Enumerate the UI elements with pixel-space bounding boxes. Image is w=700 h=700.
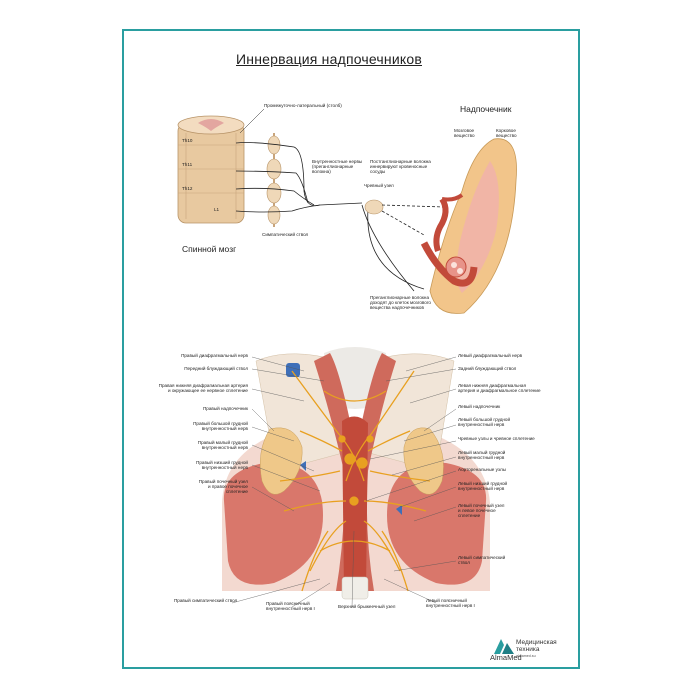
- label-aorticorenal-ganglia: Аорторенальные узлы: [458, 467, 506, 472]
- sympathetic-trunk-illustration: [266, 133, 282, 227]
- label-right-greater-splanchnic: Правый большой грудной внутренностный не…: [193, 421, 248, 432]
- label-left-least-splanchnic: Левый низший грудной внутренностный нерв: [458, 481, 508, 492]
- label-left-lesser-splanchnic: Левый малый грудной внутренностный нерв: [458, 450, 506, 461]
- preganglionic-label: Преганглионарные волокна доходят до клет…: [370, 295, 431, 311]
- segment-th11: Th11: [182, 162, 193, 167]
- logo-mark-icon: [494, 639, 514, 654]
- label-left-adrenal: Левый надпочечник: [458, 404, 501, 409]
- label-posterior-vagal-trunk: Задний блуждающий ствол: [458, 366, 517, 371]
- adrenal-gland-label: Надпочечник: [460, 104, 512, 114]
- logo-site: almamed.su: [516, 654, 536, 658]
- segment-l1: L1: [214, 207, 220, 212]
- poster-frame: Иннервация надпочечников: [122, 29, 580, 669]
- celiac-ganglion-label: Чревный узел: [364, 183, 394, 188]
- label-superior-mesenteric-ganglion: Верхний брыжеечный узел: [338, 604, 396, 609]
- illustration-canvas: [177, 108, 517, 608]
- label-right-lumbar-splanchnic: Правый поясничный внутренностный нерв I: [266, 601, 315, 612]
- segment-th12: Th12: [182, 186, 193, 191]
- spinal-cord-illustration: [177, 115, 245, 224]
- celiac-ganglion-illustration: [364, 199, 384, 215]
- label-left-lumbar-splanchnic: Левый поясничный внутренностный нерв I: [426, 598, 475, 609]
- segment-th10: Th10: [182, 138, 193, 143]
- adrenal-gland-illustration: [420, 138, 517, 314]
- label-left-renal-ganglion: Левый почечный узел и левое почечное спл…: [458, 503, 505, 519]
- label-right-inferior-phrenic-artery: Правая нижняя диафрагмальная артерия и о…: [158, 383, 248, 394]
- label-celiac-ganglia: Чревные узлы и чревное сплетение: [458, 436, 535, 441]
- splanchnic-nerves-label: Внутренностные нервы (преганглионарные в…: [312, 159, 363, 175]
- label-right-adrenal: Правый надпочечник: [202, 406, 248, 411]
- splanchnic-nerve-lines: [235, 108, 425, 292]
- label-right-lesser-splanchnic: Правый малый грудной внутренностный нерв: [197, 440, 248, 451]
- label-left-phrenic-nerve: Левый диафрагмальный нерв: [458, 353, 523, 358]
- label-left-inferior-phrenic-artery: Левая нижняя диафрагмальная артерия и ди…: [458, 383, 541, 394]
- label-anterior-vagal-trunk: Передний блуждающий ствол: [184, 366, 248, 371]
- label-left-greater-splanchnic: Левый большой грудной внутренностный нер…: [458, 417, 511, 428]
- poster-title: Иннервация надпочечников: [236, 51, 422, 67]
- label-left-sympathetic-trunk: Левый симпатический ствол: [458, 555, 506, 566]
- sympathetic-trunk-label: Симпатический ствол: [262, 232, 309, 237]
- spinal-cord-label: Спинной мозг: [182, 244, 237, 254]
- logo-name: Медицинская техника: [516, 639, 557, 653]
- label-right-sympathetic-trunk: Правый симпатический ствол: [174, 598, 238, 603]
- postganglionic-label: Постганглионарные волокна иннервируют кр…: [370, 159, 431, 175]
- nerve-plexus-illustration: [279, 370, 431, 592]
- leader-lines: [231, 356, 457, 608]
- label-right-phrenic-nerve: Правый диафрагмальный нерв: [181, 353, 248, 358]
- logo-brand: AlmaMed: [490, 653, 522, 662]
- intermediolateral-label: Промежуточно-латеральный (столб): [264, 103, 342, 108]
- almamed-logo: AlmaMed Медицинская техника almamed.su: [490, 637, 580, 663]
- label-right-least-splanchnic: Правый низший грудной внутренностный нер…: [196, 460, 248, 471]
- label-right-renal-ganglion: Правый почечный узел и правое почечное с…: [198, 479, 248, 495]
- cortex-label: Корковое вещество: [496, 128, 517, 139]
- medulla-label: Мозговое вещество: [454, 128, 475, 139]
